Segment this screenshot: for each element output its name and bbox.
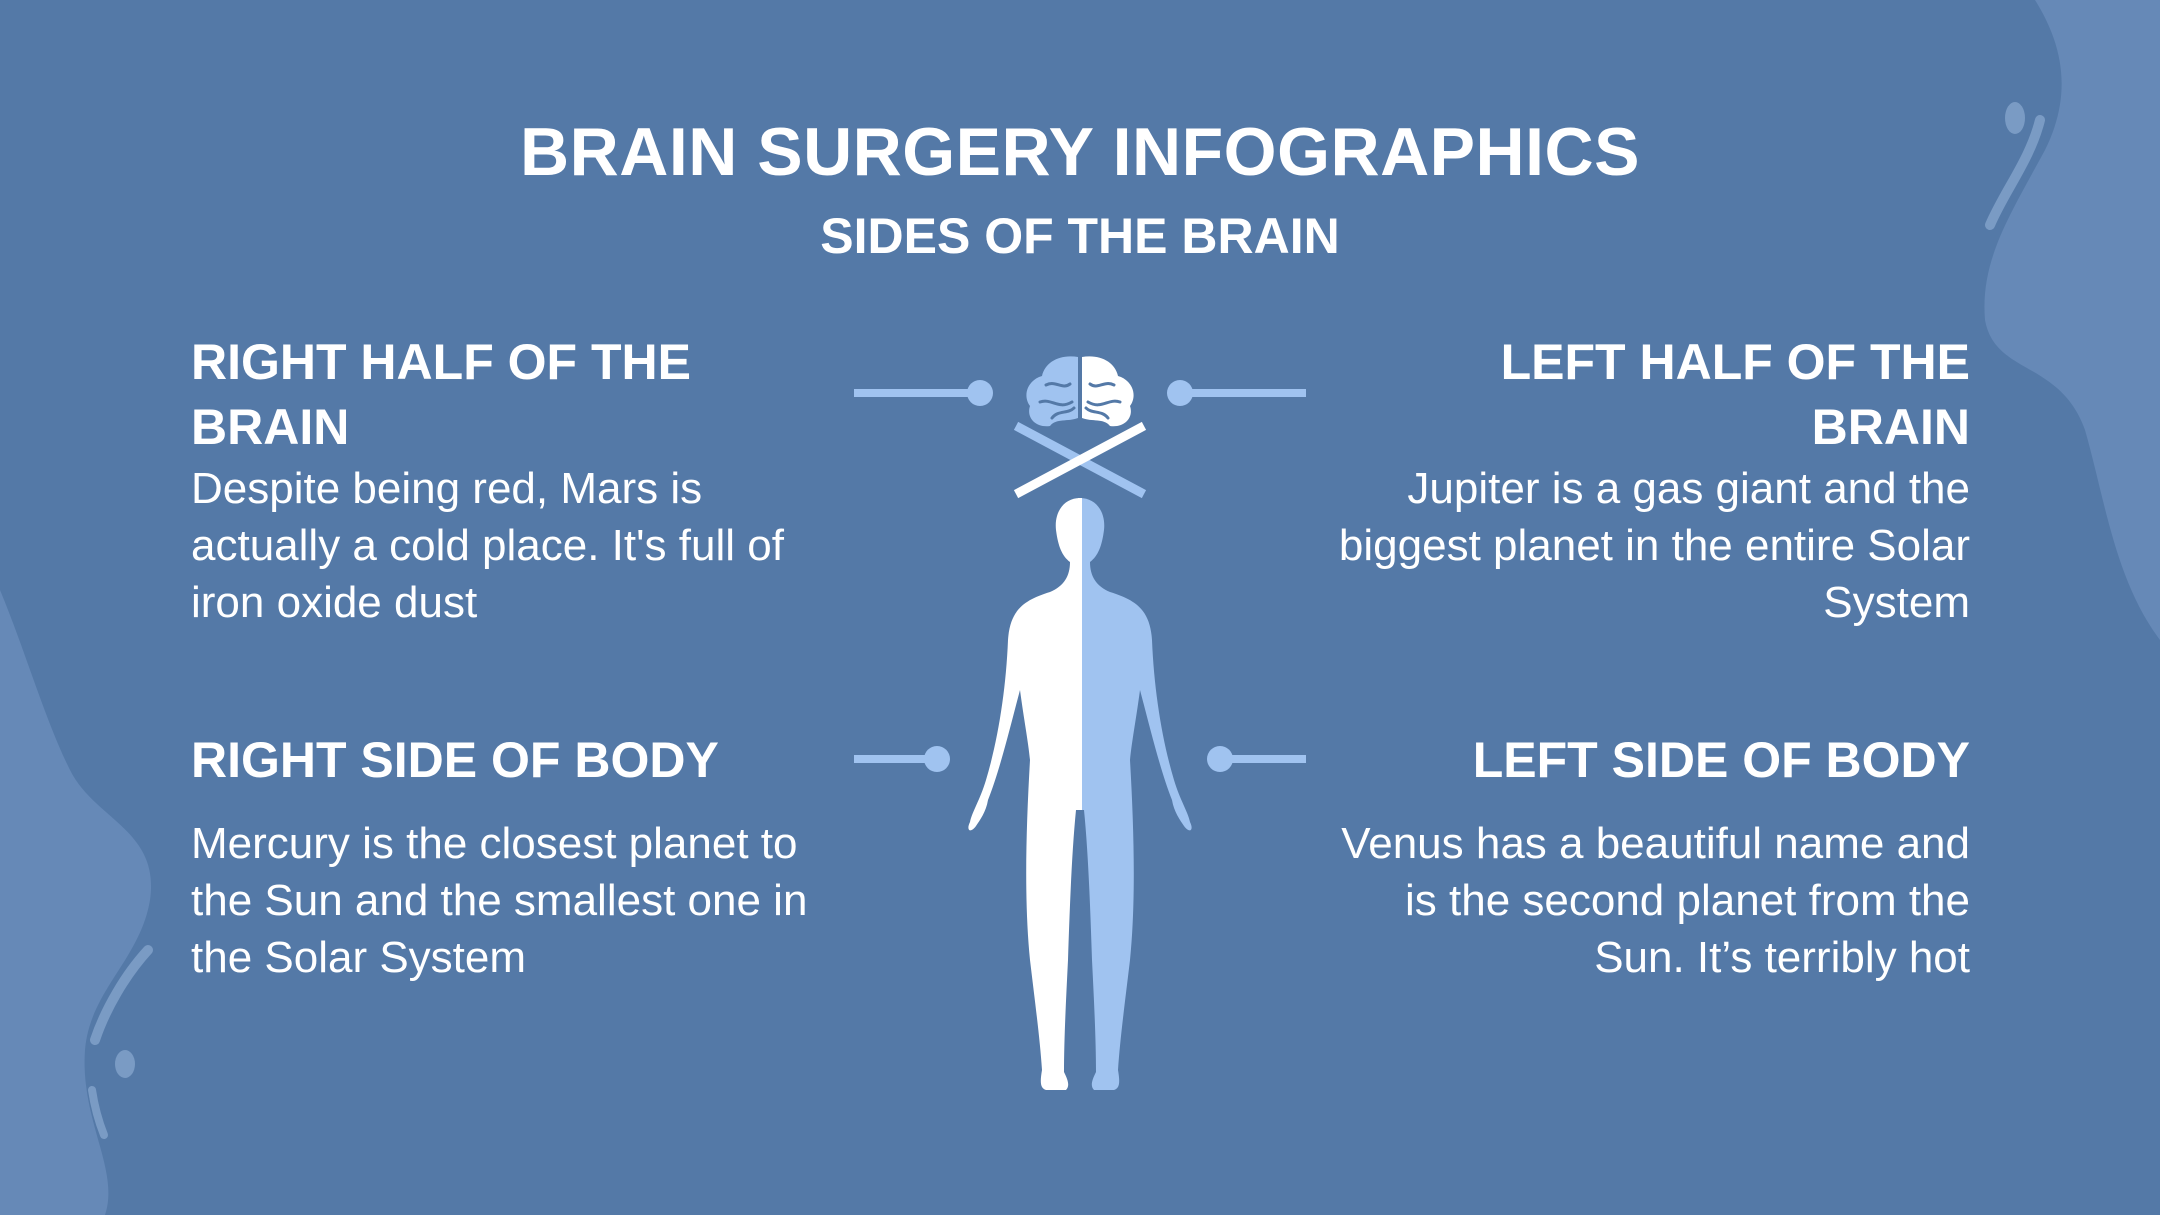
top-right-accent-dot [2005, 102, 2025, 134]
left-brain-heading: LEFT HALF OF THE BRAIN [1500, 334, 1970, 455]
connector-bottom-right [1207, 746, 1306, 772]
left-body-section: LEFT SIDE OF BODY Venus has a beautiful … [1330, 728, 1970, 986]
page-title: BRAIN SURGERY INFOGRAPHICS [520, 114, 1640, 190]
left-brain-description: Jupiter is a gas giant and the biggest p… [1338, 464, 1970, 627]
left-body-heading: LEFT SIDE OF BODY [1472, 732, 1970, 788]
page-subtitle: SIDES OF THE BRAIN [820, 208, 1340, 264]
right-brain-section: RIGHT HALF OF THE BRAIN Despite being re… [191, 330, 831, 631]
bottom-left-accent-dot [115, 1050, 135, 1078]
brain-icon [1026, 356, 1134, 427]
bottom-left-blob [0, 590, 152, 1215]
cross-icon [1013, 421, 1147, 499]
connector-bottom-left [854, 746, 950, 772]
human-body-silhouette-icon [968, 498, 1192, 1090]
left-body-description: Venus has a beautiful name and is the se… [1341, 819, 1970, 982]
connector-top-right [1167, 380, 1306, 406]
right-brain-description: Despite being red, Mars is actually a co… [191, 464, 784, 627]
right-brain-heading: RIGHT HALF OF THE BRAIN [191, 334, 691, 455]
top-right-blob [1984, 0, 2160, 640]
connector-top-left [854, 380, 993, 406]
bottom-left-accent-stroke [90, 945, 153, 1045]
bottom-left-accent-stroke-2 [88, 1086, 108, 1139]
right-body-description: Mercury is the closest planet to the Sun… [191, 819, 808, 982]
left-brain-section: LEFT HALF OF THE BRAIN Jupiter is a gas … [1330, 330, 1970, 631]
top-right-accent-stroke [1985, 115, 2045, 230]
right-body-section: RIGHT SIDE OF BODY Mercury is the closes… [191, 728, 831, 986]
right-body-heading: RIGHT SIDE OF BODY [191, 732, 719, 788]
